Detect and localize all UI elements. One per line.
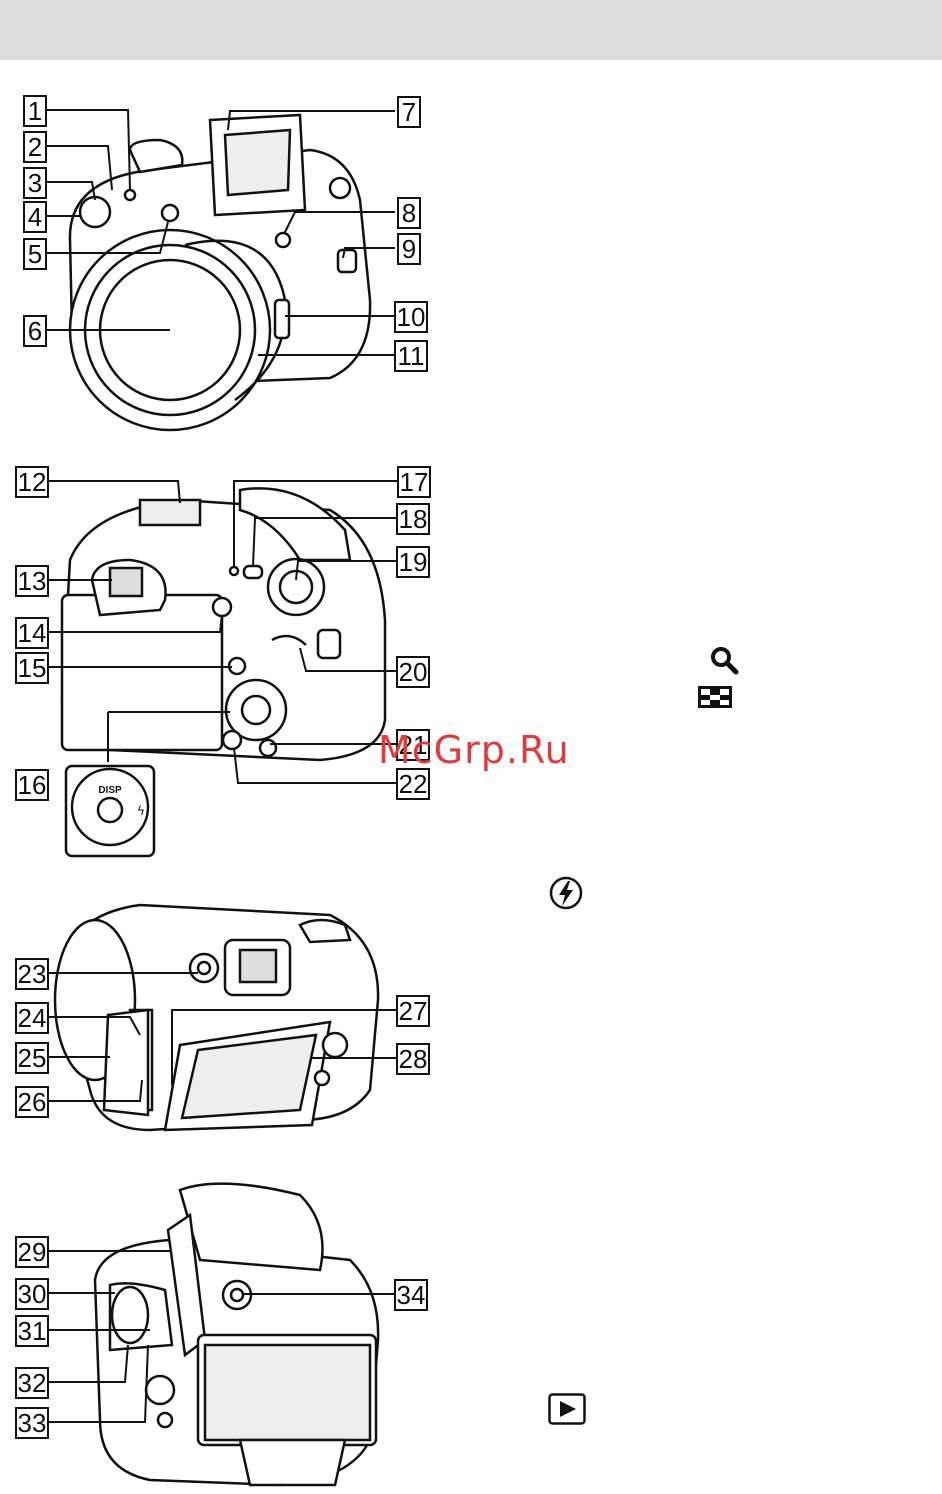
callout-13: 13: [15, 565, 49, 597]
zoom-magnifier-icon: [708, 644, 740, 676]
callout-27: 27: [396, 995, 430, 1027]
watermark: McGrp.Ru: [378, 728, 570, 772]
callout-17: 17: [397, 466, 431, 498]
callout-32: 32: [15, 1367, 49, 1399]
callout-2: 2: [23, 131, 47, 163]
callout-16: 16: [15, 769, 49, 801]
index-grid-icon: [698, 686, 732, 708]
callout-5: 5: [23, 238, 47, 270]
callout-34: 34: [394, 1279, 428, 1311]
callout-28: 28: [396, 1043, 430, 1075]
callout-18: 18: [396, 503, 430, 535]
callout-4: 4: [23, 201, 47, 233]
callout-31: 31: [15, 1315, 49, 1347]
callout-23: 23: [15, 958, 49, 990]
flash-icon: [548, 875, 584, 911]
callout-1: 1: [23, 95, 47, 127]
camera-rear-view: [62, 488, 385, 856]
callout-20: 20: [396, 656, 430, 688]
camera-bottom-view: [95, 1184, 378, 1485]
callout-30: 30: [15, 1278, 49, 1310]
callout-25: 25: [15, 1042, 49, 1074]
callout-7: 7: [397, 96, 421, 128]
callout-33: 33: [15, 1407, 49, 1439]
callout-15: 15: [15, 652, 49, 684]
callout-19: 19: [396, 546, 430, 578]
callout-14: 14: [15, 617, 49, 649]
callout-22: 22: [396, 768, 430, 800]
callout-12: 12: [15, 466, 49, 498]
callout-26: 26: [15, 1086, 49, 1118]
camera-front-view: [70, 115, 370, 430]
callout-6: 6: [23, 315, 47, 347]
playback-icon: [548, 1393, 586, 1425]
callout-11: 11: [394, 340, 428, 372]
callout-9: 9: [397, 233, 421, 265]
callout-8: 8: [397, 197, 421, 229]
callout-3: 3: [23, 167, 47, 199]
callout-10: 10: [394, 301, 428, 333]
svg-text:ϟ: ϟ: [137, 804, 145, 818]
callout-29: 29: [15, 1236, 49, 1268]
callout-24: 24: [15, 1002, 49, 1034]
inset-disp-label: DISP: [98, 785, 122, 796]
